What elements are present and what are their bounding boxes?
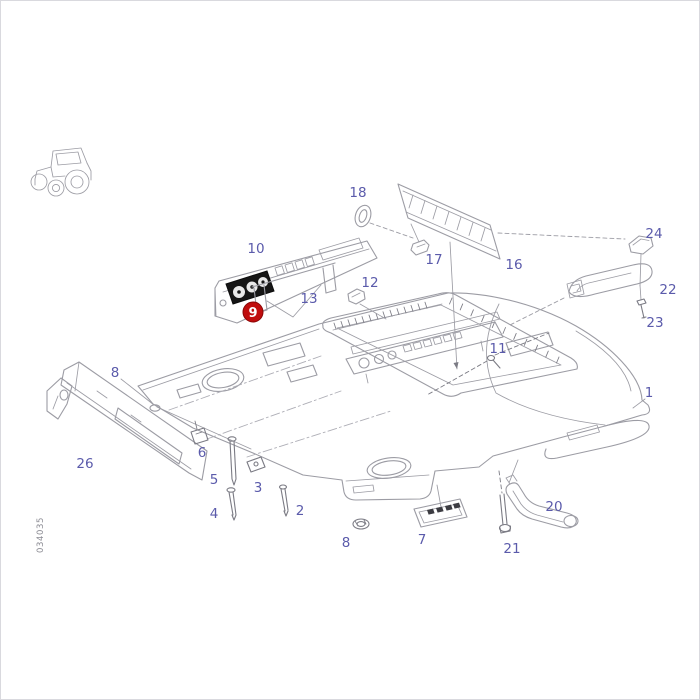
part-number-label-5[interactable]: 5 xyxy=(210,472,219,488)
part-number-label-2[interactable]: 2 xyxy=(296,503,305,519)
part-26-rail xyxy=(60,361,208,481)
part-number-label-17[interactable]: 17 xyxy=(425,252,442,268)
part-23-screw xyxy=(636,298,647,319)
part-21-bolt xyxy=(498,470,512,534)
leader-16 xyxy=(449,241,458,370)
part-number-label-12[interactable]: 12 xyxy=(361,275,378,291)
roof-console xyxy=(345,311,504,384)
part-number-label-3[interactable]: 3 xyxy=(254,480,263,496)
tractor-icon xyxy=(30,147,92,197)
part-5-screw xyxy=(227,436,237,486)
part-4-screw xyxy=(226,487,237,521)
part-3-clip xyxy=(246,456,266,473)
part-number-label-11[interactable]: 11 xyxy=(489,341,506,357)
part-number-label-10[interactable]: 10 xyxy=(247,241,264,257)
part-number-label-6[interactable]: 6 xyxy=(198,445,207,461)
part-6-clip xyxy=(190,420,209,445)
part-number-label-13[interactable]: 13 xyxy=(300,291,317,307)
part-8-grommet xyxy=(352,518,370,530)
leader-16-24 xyxy=(497,232,626,240)
part-11-screw xyxy=(426,332,550,396)
part-number-label-16[interactable]: 16 xyxy=(505,257,522,273)
part-12-cap xyxy=(347,288,387,320)
part-16-grille xyxy=(397,183,501,260)
part-number-label-20[interactable]: 20 xyxy=(545,499,562,515)
leader-1 xyxy=(632,398,646,409)
part-number-label-8[interactable]: 8 xyxy=(111,365,120,381)
part-number-label-18[interactable]: 18 xyxy=(349,185,366,201)
diagram-code: 034035 xyxy=(36,517,46,553)
highlight-badge xyxy=(242,301,264,323)
part-17-cap xyxy=(410,223,430,256)
part-number-label-24[interactable]: 24 xyxy=(645,226,662,242)
part-7-plate xyxy=(413,484,468,528)
part-number-label-22[interactable]: 22 xyxy=(659,282,676,298)
highlight-badge-label: 9 xyxy=(248,306,257,321)
part-24-cap xyxy=(628,235,654,287)
leader-22-frame xyxy=(507,297,565,327)
part-number-label-26[interactable]: 26 xyxy=(76,456,93,472)
left-end-bracket xyxy=(46,377,73,420)
part-number-label-8[interactable]: 8 xyxy=(342,535,351,551)
part-number-label-4[interactable]: 4 xyxy=(210,506,219,522)
part-18-ring xyxy=(354,204,372,228)
leader-8 xyxy=(120,378,155,406)
part-number-label-7[interactable]: 7 xyxy=(418,532,427,548)
part-number-label-23[interactable]: 23 xyxy=(646,315,663,331)
part-22-handle xyxy=(566,263,653,301)
part-number-label-1[interactable]: 1 xyxy=(645,385,654,401)
sunroof-frame xyxy=(322,292,578,397)
part-number-label-21[interactable]: 21 xyxy=(503,541,520,557)
part-9-switch-module xyxy=(225,270,275,305)
leader-16-arrow xyxy=(453,362,459,369)
part-2-screw xyxy=(278,484,289,517)
roof-panel-part-1 xyxy=(137,292,651,501)
highlight-part-9[interactable]: 9 xyxy=(242,301,264,323)
part-20-handle xyxy=(505,459,579,529)
leader-18-17 xyxy=(369,222,414,239)
